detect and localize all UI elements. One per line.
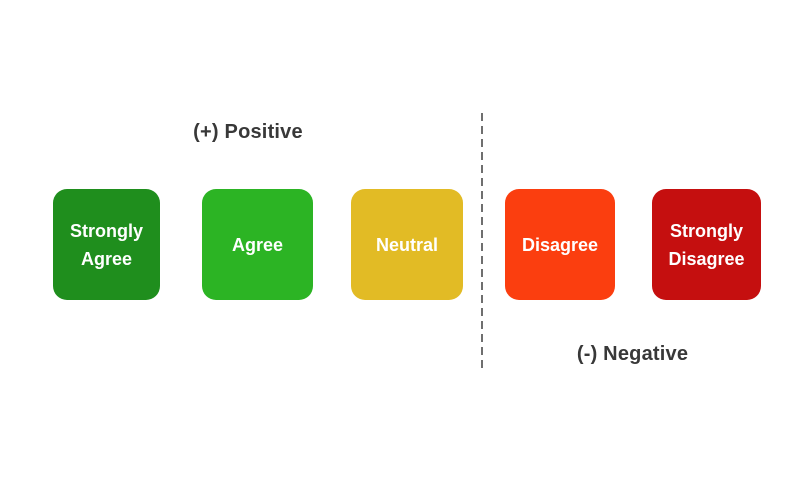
negative-section-label: (-) Negative <box>576 343 689 365</box>
section-divider <box>481 113 483 370</box>
scale-box-label: Strongly Agree <box>69 220 143 269</box>
scale-box-label: Neutral <box>375 234 438 255</box>
scale-box-disagree: Disagree <box>505 189 615 300</box>
scale-box-label: Strongly Disagree <box>668 220 745 269</box>
scale-box-strongly-agree: Strongly Agree <box>53 189 160 300</box>
scale-box-strongly-disagree: Strongly Disagree <box>652 189 761 300</box>
scale-box-agree: Agree <box>202 189 313 300</box>
scale-box-neutral: Neutral <box>351 189 463 300</box>
scale-box-label: Disagree <box>521 234 599 255</box>
positive-section-label: (+) Positive <box>193 121 303 143</box>
scale-box-label: Agree <box>231 234 284 255</box>
